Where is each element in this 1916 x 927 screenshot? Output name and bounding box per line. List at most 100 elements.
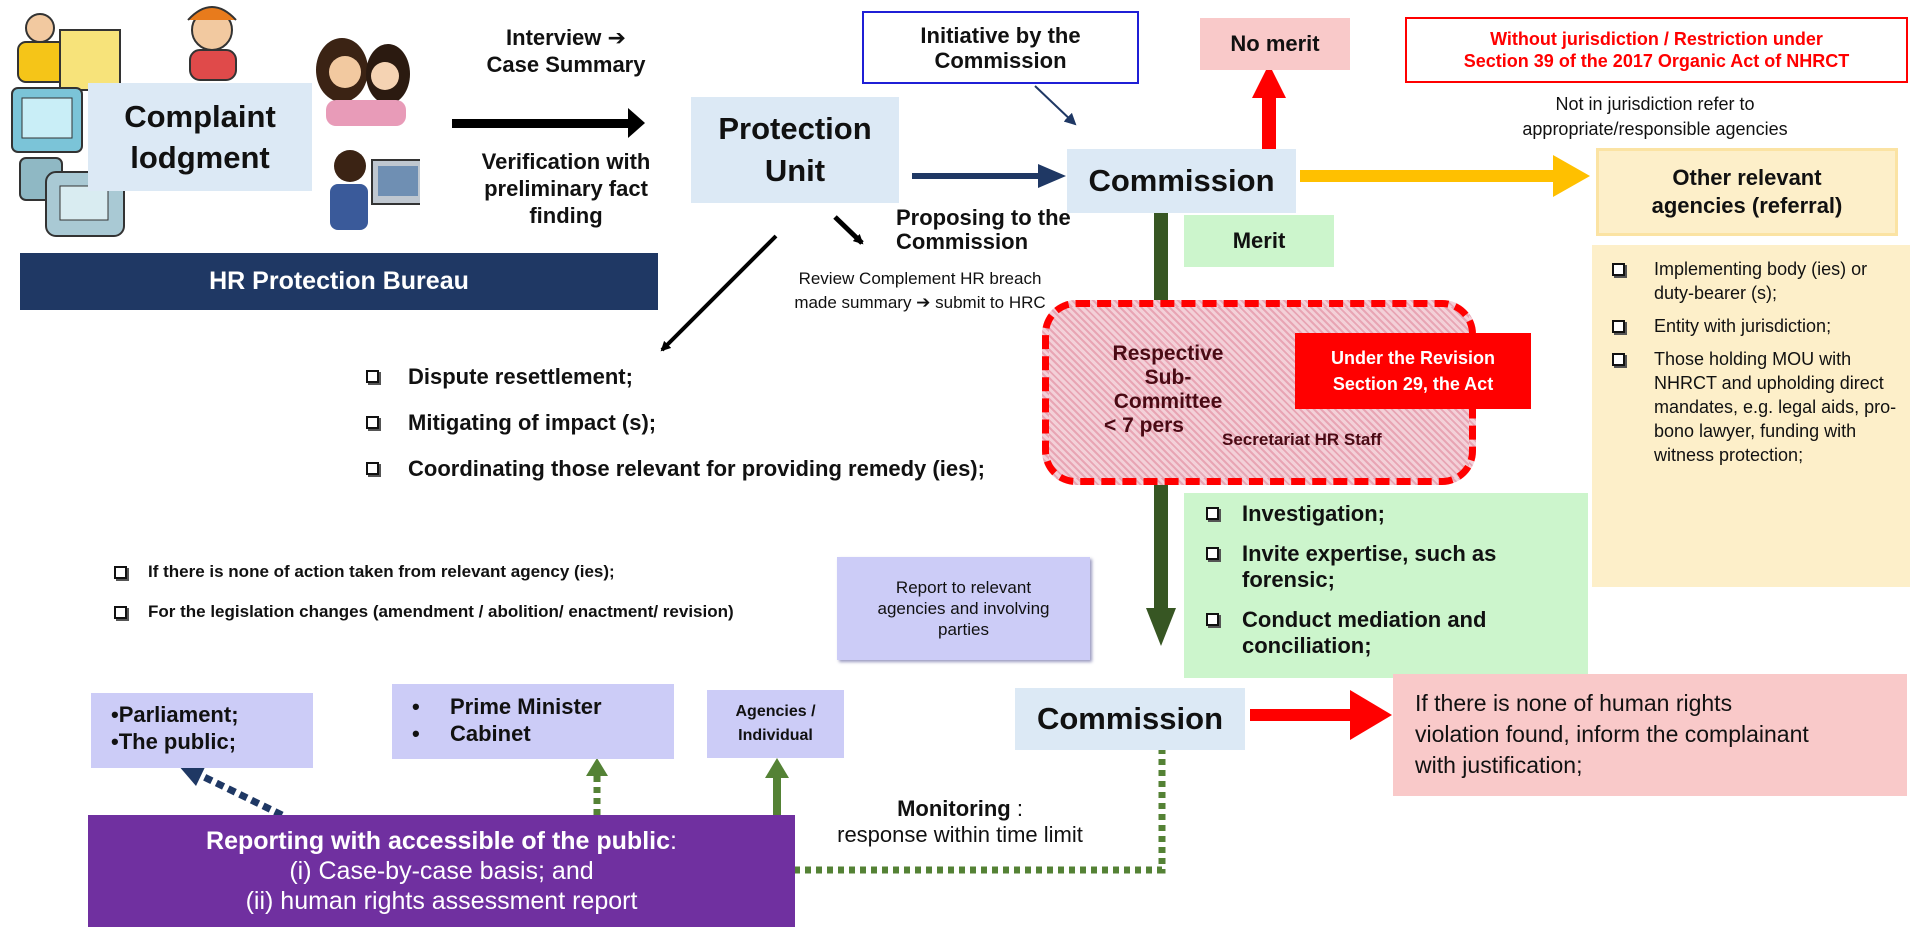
no-violation-line1: If there is none of human rights [1415,690,1733,716]
verification-line2: preliminary fact [484,176,648,201]
other-agencies-box: Other relevant agencies (referral) [1596,148,1898,236]
revision-box: Under the Revision Section 29, the Act [1295,333,1531,409]
investigation-list: Investigation; Invite expertise, such as… [1204,501,1576,659]
list-item: If there is none of action taken from re… [112,560,752,584]
report-note-line2: agencies and involving [877,599,1050,618]
arrow-protection-to-commission [912,164,1066,188]
reporting-line2: (i) Case-by-case basis; and [289,857,594,885]
reporting-box: Reporting with accessible of the public:… [88,815,795,927]
list-item: Investigation; [1204,501,1576,527]
initiative-box: Initiative by the Commission [862,11,1139,84]
not-in-jurisdiction-line2: appropriate/responsible agencies [1522,119,1788,139]
investigation-panel: Investigation; Invite expertise, such as… [1184,493,1588,678]
monitoring-label: Monitoring : response within time limit [800,796,1120,848]
complaint-lodgment-box: Complaint lodgment [88,83,312,191]
agencies-line1: Agencies / [735,703,816,720]
list-item: Entity with jurisdiction; [1610,314,1900,338]
protection-line2: Unit [764,153,826,188]
parliament-line1: •Parliament; [111,702,239,727]
reporting-rest: : [670,827,677,855]
parliament-line2: •The public; [111,729,237,754]
no-violation-line3: with justification; [1415,752,1583,778]
proposing-label: Proposing to the Commission [896,206,1096,254]
agencies-box: Agencies / Individual [707,690,844,758]
other-agencies-line2: agencies (referral) [1651,193,1843,218]
complaint-illustration [11,6,420,237]
initiative-line2: Commission [934,47,1067,73]
list-item: Implementing body (ies) or duty-bearer (… [1610,257,1900,305]
merit-box: Merit [1184,215,1334,267]
list-item: Dispute resettlement; [364,364,1014,390]
hr-protection-bureau-banner: HR Protection Bureau [20,253,658,310]
review-label: Review Complement HR breach made summary… [760,267,1080,315]
arrow-protection-to-dispute [660,234,778,352]
no-merit-label: No merit [1230,31,1320,56]
no-violation-box: If there is none of human rights violati… [1393,674,1907,796]
proposing-line1: Proposing to the [896,205,1071,230]
arrow-to-no-merit [1252,64,1286,152]
arrow-to-other-agencies [1300,155,1590,197]
arrow-reporting-to-pm [586,758,608,815]
not-in-jurisdiction-label: Not in jurisdiction refer to appropriate… [1455,92,1855,142]
reporting-bold: Reporting with accessible of the public [206,827,670,855]
commission-bottom-label: Commission [1036,701,1224,736]
initiative-line1: Initiative by the [920,22,1081,48]
jurisdiction-line1: Without jurisdiction / Restriction under [1490,29,1823,49]
list-item: Mitigating of impact (s); [364,410,1014,436]
verification-line3: finding [529,203,603,228]
secretariat-text: Secretariat HR Staff [1222,430,1382,449]
subcommittee-line2: Sub- [1144,366,1192,389]
not-in-jurisdiction-line1: Not in jurisdiction refer to [1555,94,1755,114]
other-agencies-list-panel: Implementing body (ies) or duty-bearer (… [1592,245,1910,587]
no-merit-box: No merit [1200,18,1350,70]
revision-line1: Under the Revision [1330,348,1496,368]
monitoring-line1: Monitoring : [800,796,1120,822]
bureau-label: HR Protection Bureau [209,267,469,295]
review-line1: Review Complement HR breach [798,269,1042,288]
list-item: Conduct mediation and conciliation; [1204,607,1576,659]
report-note-line1: Report to relevant [895,578,1032,597]
subcommittee-label: Respective Sub- Committee < 7 pers [1088,342,1248,438]
reporting-line3: (ii) human rights assessment report [245,887,638,915]
merit-label: Merit [1232,228,1286,253]
monitoring-bold: Monitoring [897,796,1011,821]
list-item: Coordinating those relevant for providin… [364,456,1014,482]
jurisdiction-line2: Section 39 of the 2017 Organic Act of NH… [1463,51,1850,71]
monitoring-connector [795,748,1166,874]
monitoring-rest: : [1010,796,1023,821]
jurisdiction-box: Without jurisdiction / Restriction under… [1405,17,1908,83]
complaint-line2: lodgment [130,140,270,175]
pm-line2: •Cabinet [412,721,531,746]
reporting-line1: Reporting with accessible of the public: [206,826,677,856]
pm-box: •Prime Minister •Cabinet [392,684,674,759]
dispute-list-panel: Dispute resettlement; Mitigating of impa… [364,364,1014,482]
pm-line1: •Prime Minister [412,694,602,719]
arrow-protection-to-proposing [833,215,864,245]
protection-line1: Protection [718,111,872,146]
revision-line2: Section 29, the Act [1332,374,1494,394]
women-talking-icon [316,38,410,126]
report-note-line3: parties [937,620,990,639]
no-violation-line2: violation found, inform the complainant [1415,721,1809,747]
verification-label: Verification with preliminary fact findi… [456,148,676,229]
person-icon [17,13,121,91]
protection-unit-box: Protection Unit [691,97,899,203]
complaint-line1: Complaint [124,99,276,134]
review-line2: made summary ➔ submit to HRC [794,293,1046,312]
interview-line2: Case Summary [486,52,646,77]
subcommittee-line3: Committee [1113,390,1223,413]
verification-line1: Verification with [481,149,651,174]
parliament-box: •Parliament; •The public; [91,693,313,768]
computer-icon [11,87,83,201]
agencies-line2: Individual [738,727,813,744]
proposing-line2: Commission [896,229,1029,254]
arrow-reporting-to-agencies [765,758,789,817]
other-agencies-list: Implementing body (ies) or duty-bearer (… [1610,257,1900,467]
list-item: Those holding MOU with NHRCT and upholdi… [1610,347,1900,467]
arrow-to-no-violation [1250,690,1392,740]
pm-line2-text: Cabinet [450,721,531,746]
dispute-list: Dispute resettlement; Mitigating of impa… [364,364,1014,482]
subcommittee-line4: < 7 pers [1104,414,1184,437]
conditions-list: If there is none of action taken from re… [112,560,752,624]
pm-line1-text: Prime Minister [450,694,602,719]
